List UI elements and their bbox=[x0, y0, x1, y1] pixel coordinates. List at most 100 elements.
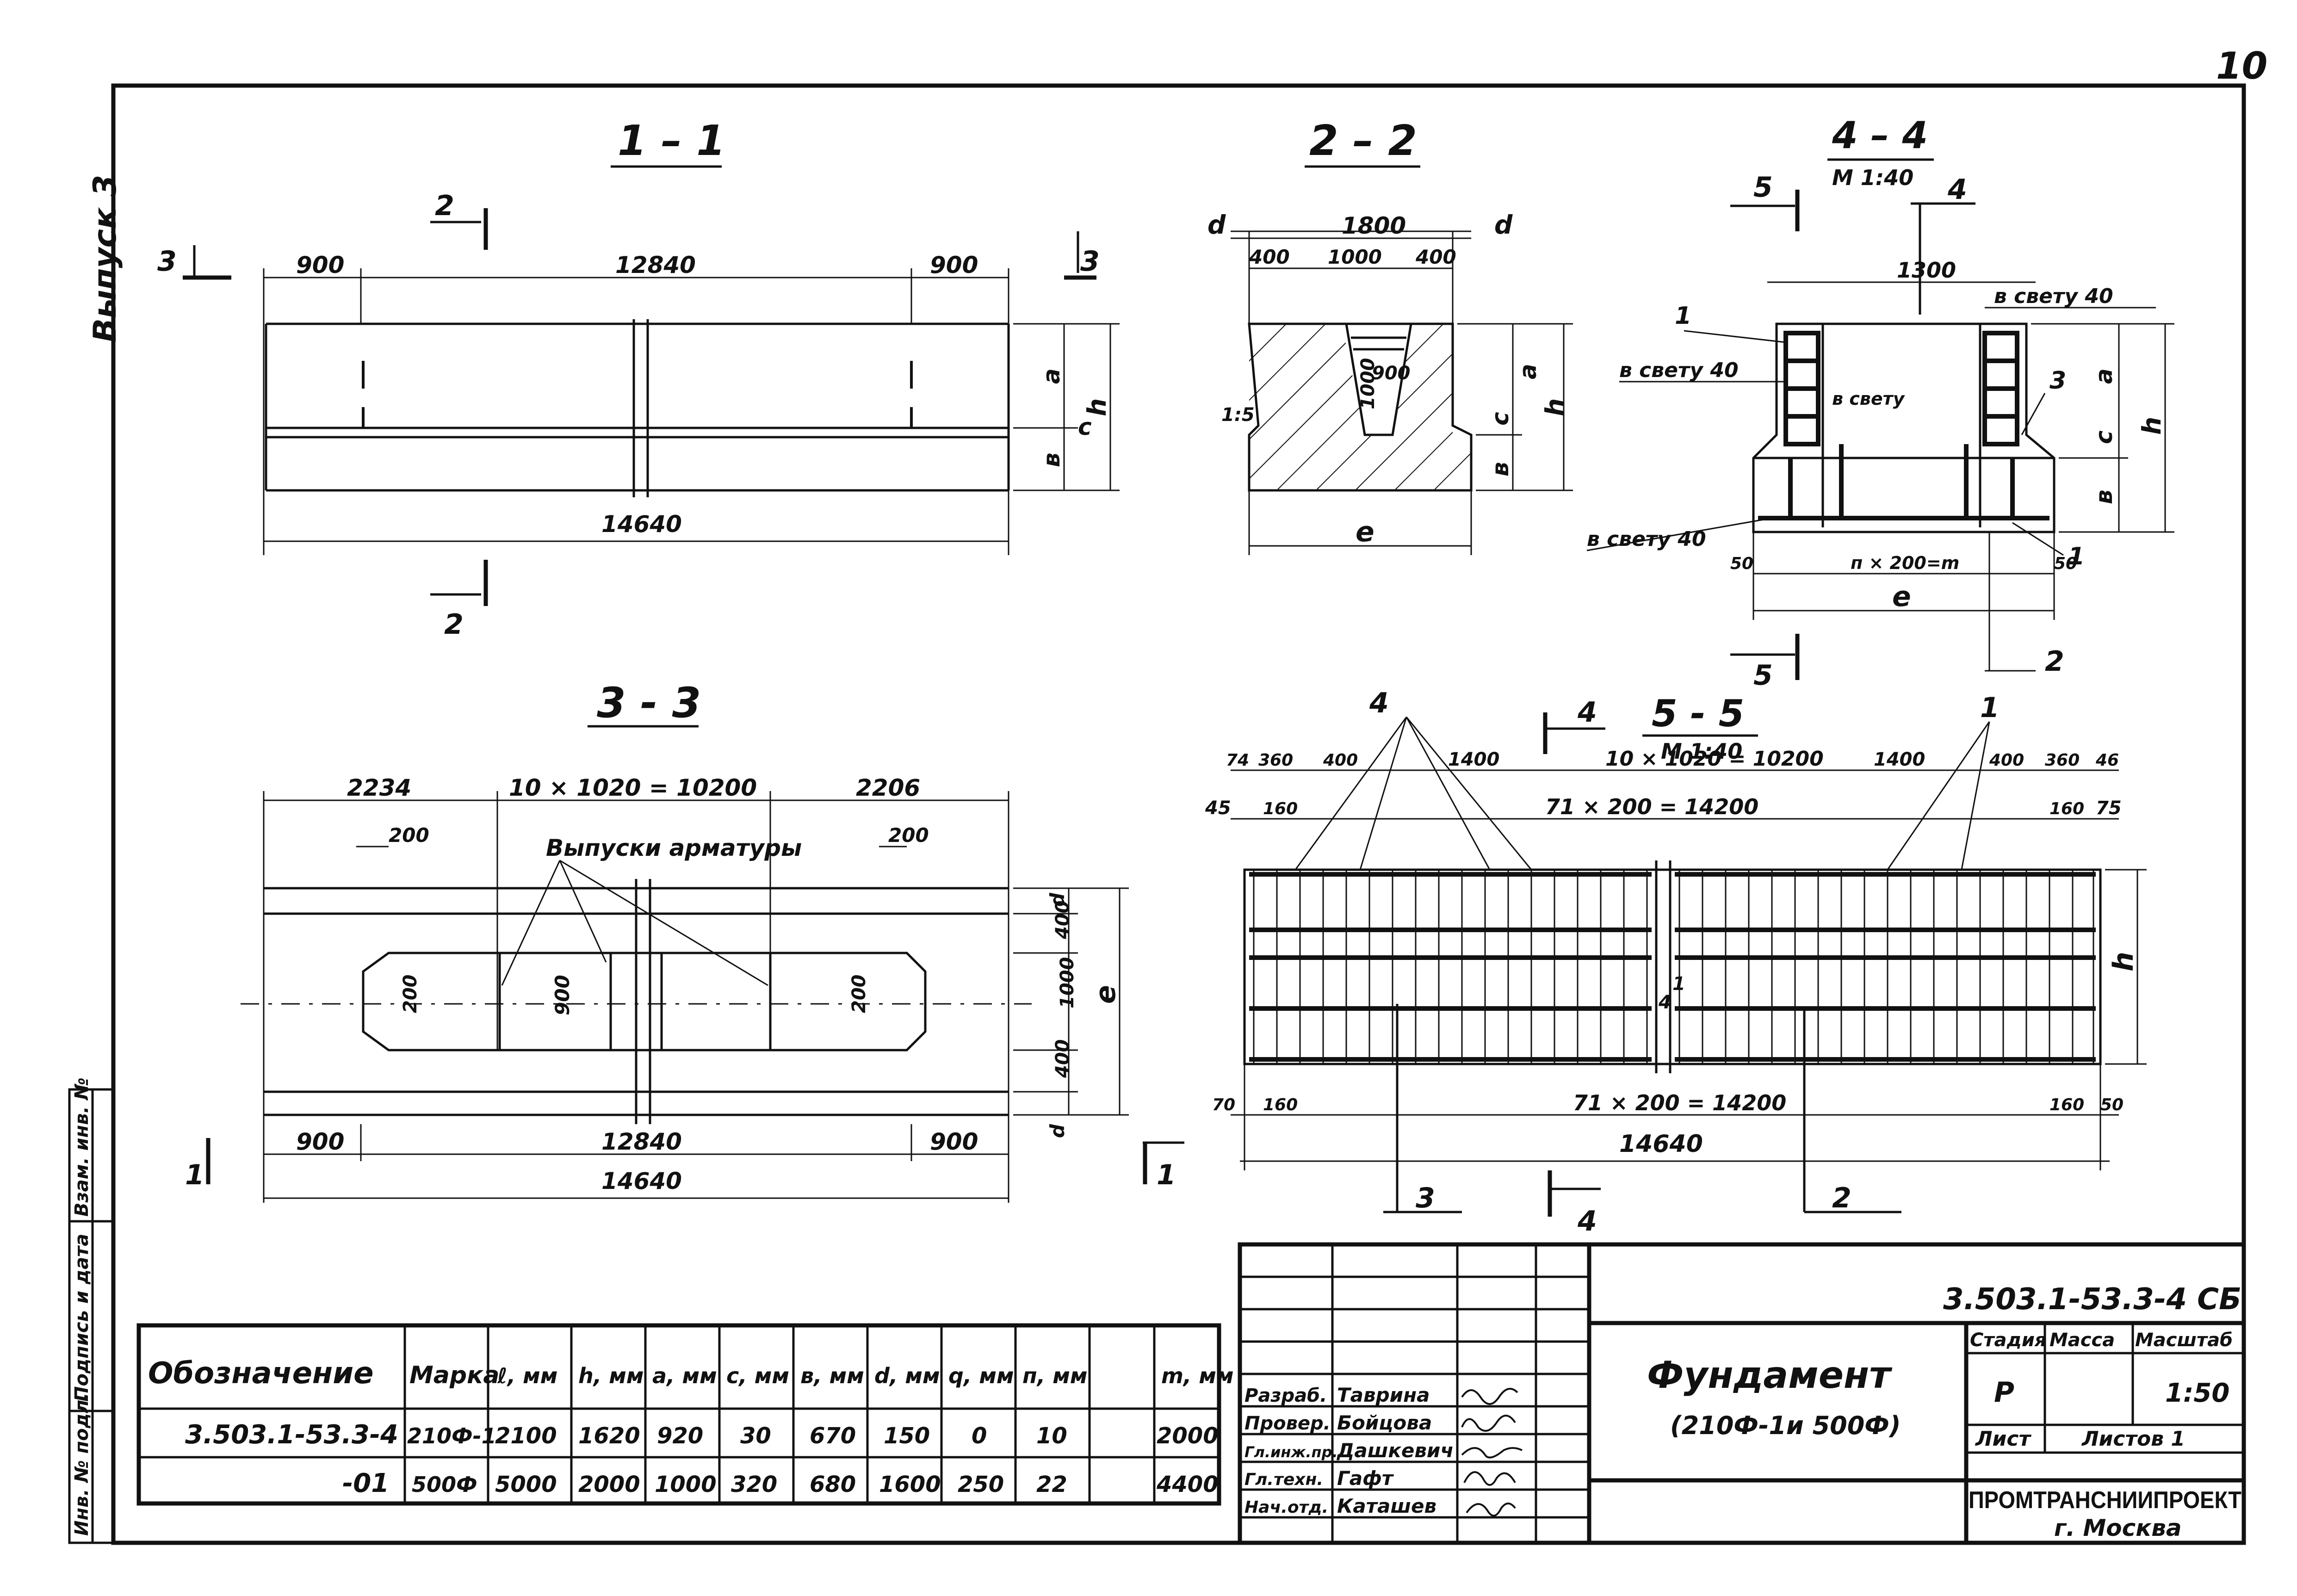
s11-dim-900-left: 900 bbox=[296, 252, 344, 278]
s44-pos-1-top: 1 bbox=[1675, 302, 1691, 330]
s22-label-h: h bbox=[1540, 398, 1570, 416]
td-r2-a: 1000 bbox=[655, 1472, 717, 1497]
cut-3-right: 3 bbox=[1080, 245, 1100, 278]
td-r1-d: 150 bbox=[884, 1423, 930, 1449]
s33-dim-200-left: 200 bbox=[400, 975, 421, 1014]
scale-label: Масштаб bbox=[2135, 1330, 2233, 1351]
section-5-5-title: 5 - 5 bbox=[1652, 692, 1744, 735]
s22-label-e: e bbox=[1356, 516, 1374, 548]
section-5-5-scale: М 1:40 bbox=[1661, 739, 1742, 764]
td-r2-q: 250 bbox=[958, 1472, 1004, 1497]
s55-top2-75: 75 bbox=[2096, 798, 2122, 819]
s33-note-releases: Выпуски арматуры bbox=[546, 835, 802, 861]
th-a: a, мм bbox=[652, 1363, 717, 1388]
td-r2-b: 680 bbox=[810, 1472, 856, 1497]
s11-label-b: в bbox=[1038, 452, 1065, 467]
s55-inner-4: 4 bbox=[1658, 992, 1672, 1013]
td-r2-c: 320 bbox=[731, 1472, 777, 1497]
sheets-count: Листов 1 bbox=[2081, 1427, 2185, 1451]
td-r1-c: 30 bbox=[740, 1423, 771, 1449]
section-4-4-scale: М 1:40 bbox=[1832, 165, 1913, 190]
td-r2-mark: 500Ф bbox=[412, 1472, 477, 1497]
th-h: h, мм bbox=[578, 1363, 644, 1388]
s22-dim-1800: 1800 bbox=[1342, 212, 1406, 239]
spec-table: Обозначение Марка ℓ, мм h, мм a, мм c, м… bbox=[136, 1323, 1234, 1506]
s33-dim-1000: 1000 bbox=[1057, 957, 1078, 1008]
td-r1-a: 920 bbox=[657, 1423, 703, 1449]
s33-dim-400-top: 400 bbox=[1052, 901, 1073, 940]
s55-label-h: h bbox=[2107, 952, 2140, 971]
td-r1-n: 10 bbox=[1036, 1423, 1067, 1449]
s55-bot-70: 70 bbox=[1212, 1095, 1235, 1114]
td-r2-n: 22 bbox=[1036, 1472, 1067, 1497]
s55-dim-14640: 14640 bbox=[1619, 1130, 1703, 1158]
td-r2-d: 1600 bbox=[879, 1472, 941, 1497]
role-dept-head: Нач.отд. bbox=[1244, 1498, 1328, 1517]
td-r1-l: 2100 bbox=[495, 1423, 557, 1449]
s55-top1-10x1020: 10 × 1020 = 10200 bbox=[1605, 747, 1824, 771]
th-c: c, мм bbox=[726, 1363, 789, 1388]
s44-label-c: c bbox=[2091, 430, 2117, 444]
drawing-subname: (210Ф-1и 500Ф) bbox=[1670, 1411, 1901, 1440]
s22-dim-1000-vert: 1000 bbox=[1357, 358, 1379, 409]
s11-label-a: a bbox=[1038, 368, 1065, 384]
td-r1-designation: 3.503.1-53.3-4 bbox=[185, 1420, 398, 1450]
s44-note-left: в свету 40 bbox=[1619, 359, 1739, 382]
s55-top1-74: 74 bbox=[1226, 751, 1249, 770]
section-1-1-title: 1 – 1 bbox=[618, 117, 725, 165]
td-r2-designation: -01 bbox=[342, 1468, 389, 1498]
s55-top1-400: 400 bbox=[1323, 751, 1358, 770]
section-3-3: 3 - 3 2234 10 × 1020 = 10200 2206 200 20… bbox=[185, 679, 1184, 1203]
name-dept-head: Каташев bbox=[1337, 1495, 1436, 1517]
strip-inv: Инв. № подл. bbox=[71, 1392, 93, 1536]
s55-top1-360-r: 360 bbox=[2045, 751, 2080, 770]
th-d: d, мм bbox=[874, 1363, 940, 1388]
s33-dim-900-right: 900 bbox=[930, 1128, 978, 1155]
s44-note-inner: в свету bbox=[1832, 389, 1906, 409]
th-designation: Обозначение bbox=[148, 1356, 373, 1391]
td-r1-q: 0 bbox=[972, 1423, 987, 1449]
s55-bot-160-r: 160 bbox=[2049, 1095, 2084, 1114]
td-r1-b: 670 bbox=[810, 1423, 856, 1449]
s44-pos-3: 3 bbox=[2049, 367, 2066, 395]
s55-cut-3: 3 bbox=[1416, 1182, 1435, 1214]
s44-pos-1-bottom: 1 bbox=[2068, 543, 2085, 570]
td-r1-mark: 210Ф-1 bbox=[407, 1423, 496, 1448]
section-2-2-title: 2 – 2 bbox=[1309, 117, 1417, 165]
section-3-3-title: 3 - 3 bbox=[597, 679, 701, 727]
s33-dim-d-top: d bbox=[1046, 892, 1069, 907]
s44-label-a: a bbox=[2091, 368, 2117, 384]
section-4-4: 4 – 4 М 1:40 5 5 4 1300 в свету в све bbox=[1586, 114, 2174, 692]
section-4-4-title: 4 – 4 bbox=[1832, 114, 1928, 157]
s11-dim-900-right: 900 bbox=[930, 252, 978, 278]
th-l: ℓ, мм bbox=[497, 1363, 557, 1388]
name-chief-tech: Гафт bbox=[1337, 1467, 1394, 1490]
side-label: Выпуск 3 bbox=[87, 175, 124, 342]
s22-slope: 1:5 bbox=[1221, 404, 1255, 426]
s11-label-c: c bbox=[1078, 414, 1092, 440]
s44-pos-2: 2 bbox=[2045, 645, 2064, 678]
strip-sign: Подпись и дата bbox=[71, 1234, 93, 1402]
s55-top2-71x200: 71 × 200 = 14200 bbox=[1545, 794, 1758, 819]
s55-cut-2: 2 bbox=[1832, 1182, 1851, 1214]
cut-2-top: 2 bbox=[435, 190, 454, 222]
s33-label-e: e bbox=[1090, 985, 1122, 1004]
s33-dim-12840: 12840 bbox=[601, 1128, 682, 1155]
s22-dim-400-left: 400 bbox=[1249, 246, 1290, 268]
s55-cut-4-top: 4 bbox=[1577, 696, 1597, 729]
section-1-1: 1 – 1 2 2 3 3 900 12840 900 bbox=[157, 117, 1120, 641]
th-b: в, мм bbox=[800, 1363, 864, 1388]
s33-dim-2206: 2206 bbox=[856, 774, 920, 801]
signatures bbox=[1461, 1388, 1523, 1517]
s44-pos-4: 4 bbox=[1947, 173, 1967, 206]
scale-value: 1:50 bbox=[2165, 1378, 2229, 1408]
s44-label-e: e bbox=[1892, 581, 1911, 613]
th-mark: Марка bbox=[409, 1361, 499, 1389]
mass-label: Масса bbox=[2049, 1330, 2115, 1351]
s33-dim-900-left: 900 bbox=[296, 1128, 344, 1155]
td-r2-m: 4400 bbox=[1156, 1472, 1219, 1497]
td-r1-m: 2000 bbox=[1157, 1423, 1219, 1449]
s44-label-h: h bbox=[2137, 417, 2167, 435]
title-block: 3.503.1-53.3-4 СБ Фундамент (210Ф-1и 500… bbox=[1238, 1242, 2246, 1545]
